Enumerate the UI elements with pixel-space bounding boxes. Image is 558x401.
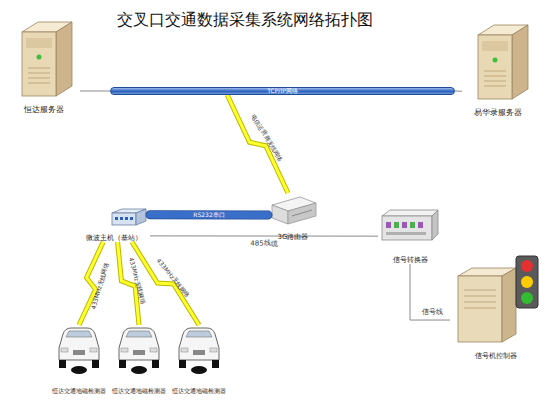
connector [80,91,110,92]
edge-label: 485线缆 [250,240,277,247]
node-label: 微波主机（基站） [86,234,142,242]
controller-icon [458,256,538,342]
cable-line [80,91,110,92]
car-icon [179,328,219,374]
detector-node: 恒达交通地磁检测器 [108,325,170,395]
host-node: 微波主机（基站） [78,208,150,242]
cable-line [455,91,462,92]
server-node: 易华录服务器 [462,25,534,117]
serial-bar [150,211,268,219]
node-label: 恒达交通地磁检测器 [172,388,226,395]
network-bar: TCP/IP网络 [110,87,455,95]
converter-node: 信号转换器 [378,206,442,264]
bolt-outline [227,95,288,193]
node-label: 恒达交通地磁检测器 [52,388,106,395]
connector [227,95,288,193]
cable-line [150,235,378,236]
diagram-title: 交叉口交通数据采集系统网络拓扑图 [0,10,490,31]
wireless-bolt [227,95,288,193]
node-label: 恒达交通地磁检测器 [112,388,166,395]
node-label: 信号机控制器 [475,352,517,360]
wireless-bolt [132,242,199,325]
node-label: 易华录服务器 [474,108,522,117]
converter-icon [382,210,438,240]
server-icon [22,22,72,96]
bar-label: TCP/IP网络 [267,88,298,94]
car-icon [59,328,99,374]
car-icon [119,328,159,374]
router-node: 3G路由器 [268,193,318,241]
node-label: 3G路由器 [278,233,309,241]
bar-outline [150,210,268,219]
connector [150,235,378,236]
server-node: 恒达服务器 [8,22,80,114]
host-icon [112,209,146,225]
edge-label: 信号线 [422,309,443,316]
edge-label: 电信运营商无线网络 [250,114,284,163]
bolt-outline [132,242,199,325]
server-icon [478,25,528,99]
connector [132,242,199,325]
edge-label: RS232串口 [193,212,224,218]
detector-node: 恒达交通地磁检测器 [168,325,230,395]
detector-node: 恒达交通地磁检测器 [48,325,110,395]
controller-node: 信号机控制器 [450,252,542,360]
node-label: 恒达服务器 [24,105,64,114]
node-label: 信号转换器 [393,256,428,264]
signal-wire [410,264,450,320]
edge-label: 433MHz无线网络 [155,257,190,298]
connector [410,264,450,320]
connector [455,91,462,92]
router-icon [272,197,316,224]
